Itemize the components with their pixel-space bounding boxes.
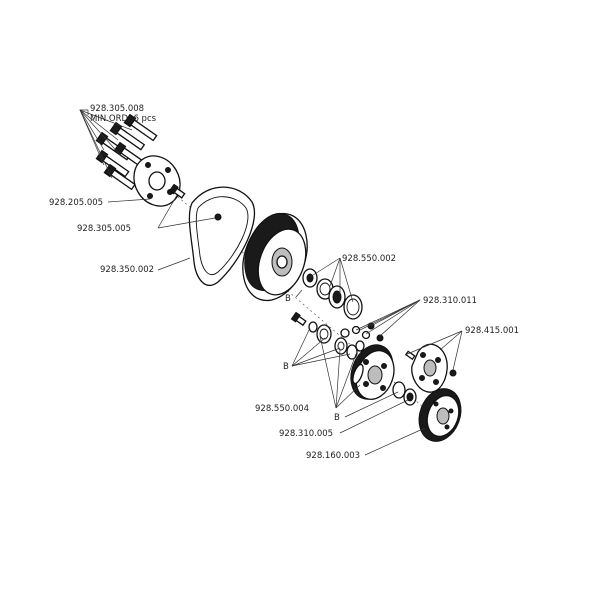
label-928-160-003: 928.160.003 bbox=[306, 451, 360, 461]
bearing-rings-upper bbox=[302, 268, 363, 320]
leader-lines bbox=[79, 109, 463, 456]
label-928-310-005: 928.310.005 bbox=[279, 429, 333, 439]
label-928-350-002: 928.350.002 bbox=[100, 265, 154, 275]
part-labels: 928.305.008 MIN.ORD. 6 pcs 928.205.005 9… bbox=[49, 104, 519, 461]
label-b-middle: B bbox=[283, 362, 289, 372]
clutch-plate bbox=[404, 343, 457, 393]
label-b-lower: B bbox=[334, 413, 340, 423]
label-min-order: MIN.ORD. 6 pcs bbox=[90, 114, 157, 124]
small-screw bbox=[168, 183, 186, 199]
clutch-drum bbox=[418, 388, 462, 442]
hardware-cluster bbox=[290, 311, 384, 360]
clutch-housing bbox=[350, 344, 395, 400]
label-b-upper: B bbox=[285, 294, 291, 304]
label-928-550-004: 928.550.004 bbox=[255, 404, 309, 414]
label-928-305-008: 928.305.008 bbox=[90, 104, 144, 114]
spacer-bushing bbox=[392, 381, 417, 406]
driven-pulley bbox=[242, 212, 308, 302]
label-928-310-011: 928.310.011 bbox=[423, 296, 477, 306]
label-928-415-001: 928.415.001 bbox=[465, 326, 519, 336]
drive-belt bbox=[188, 186, 256, 286]
label-928-305-005: 928.305.005 bbox=[77, 224, 131, 234]
label-928-205-005: 928.205.005 bbox=[49, 198, 103, 208]
hub-flange bbox=[133, 155, 181, 207]
label-928-550-002: 928.550.002 bbox=[342, 254, 396, 264]
